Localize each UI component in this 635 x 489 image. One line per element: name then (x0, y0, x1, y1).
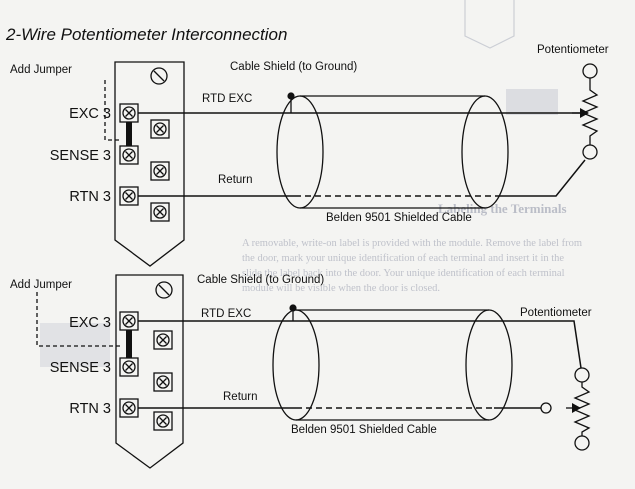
return-terminal-icon (540, 402, 552, 414)
rtd-exc-wire (138, 320, 582, 369)
terminal-rtn (119, 398, 139, 418)
pot-terminal (574, 435, 590, 451)
terminal-rtn (119, 186, 139, 206)
block-screw-icon (155, 281, 173, 299)
return-wire-to-pot (495, 159, 586, 197)
terminal-block (114, 61, 185, 267)
block-screw-slot (153, 70, 165, 82)
cable-label: Belden 9501 Shielded Cable (291, 424, 437, 436)
terminal-exc (119, 103, 139, 123)
terminal-unused (153, 330, 173, 350)
jumper-pointer (104, 80, 120, 141)
pot-terminal (582, 63, 598, 79)
bleed-block (40, 323, 110, 367)
terminal-label-rtn: RTN 3 (69, 189, 111, 205)
wiper-arrow-icon (580, 108, 589, 118)
block-screw-icon (150, 67, 168, 85)
cable-shield-ring (465, 309, 513, 421)
shield-ground-dot (289, 304, 297, 312)
bleed-line: A removable, write-on label is provided … (242, 238, 582, 249)
terminal-label-sense: SENSE 3 (50, 148, 111, 164)
rtd-exc-label: RTD EXC (201, 308, 251, 320)
terminal-label-sense: SENSE 3 (50, 360, 111, 376)
jumper-pointer (36, 292, 120, 347)
jumper-wire (126, 330, 132, 358)
pot-terminal (582, 144, 598, 160)
terminal-label-exc: EXC 3 (69, 106, 111, 122)
shield-label: Cable Shield (to Ground) (197, 274, 324, 286)
terminal-block (115, 274, 184, 469)
potentiometer-diagram-2 (36, 274, 591, 469)
shield-label: Cable Shield (to Ground) (230, 61, 357, 73)
terminal-unused (150, 119, 170, 139)
terminal-unused (150, 202, 170, 222)
cable-shield-ring (272, 309, 320, 421)
shield-ground-dot (287, 92, 295, 100)
jumper-label: Add Jumper (10, 64, 72, 76)
terminal-unused (153, 372, 173, 392)
potentiometer-label: Potentiometer (520, 307, 592, 319)
terminal-label-exc: EXC 3 (69, 315, 111, 331)
bleed-line: the door, mark your unique identificatio… (242, 253, 564, 264)
return-label: Return (223, 391, 258, 403)
terminal-unused (153, 411, 173, 431)
cable-label: Belden 9501 Shielded Cable (326, 212, 472, 224)
terminal-label-rtn: RTN 3 (69, 401, 111, 417)
potentiometer-diagram-1 (104, 61, 599, 267)
terminal-unused (150, 161, 170, 181)
potentiometer-label: Potentiometer (537, 44, 609, 56)
jumper-wire (126, 122, 132, 146)
terminal-sense (119, 145, 139, 165)
jumper-label: Add Jumper (10, 279, 72, 291)
bleed-line: module will be visible when the door is … (242, 283, 440, 294)
bleed-block (506, 89, 558, 115)
wiper-arrow-icon (572, 403, 581, 413)
bleed-through-text: Labeling the Terminals A removable, writ… (40, 0, 582, 367)
return-label: Return (218, 174, 253, 186)
rtd-exc-label: RTD EXC (202, 93, 252, 105)
terminal-exc (119, 311, 139, 331)
bleed-line: slide the label back into the door. Your… (242, 268, 565, 279)
bleed-heading: Labeling the Terminals (438, 201, 567, 216)
block-screw-slot (158, 284, 170, 296)
diagram-title: 2-Wire Potentiometer Interconnection (5, 25, 287, 44)
terminal-sense (119, 357, 139, 377)
pot-terminal (574, 367, 590, 383)
bleed-shape (464, 0, 515, 49)
